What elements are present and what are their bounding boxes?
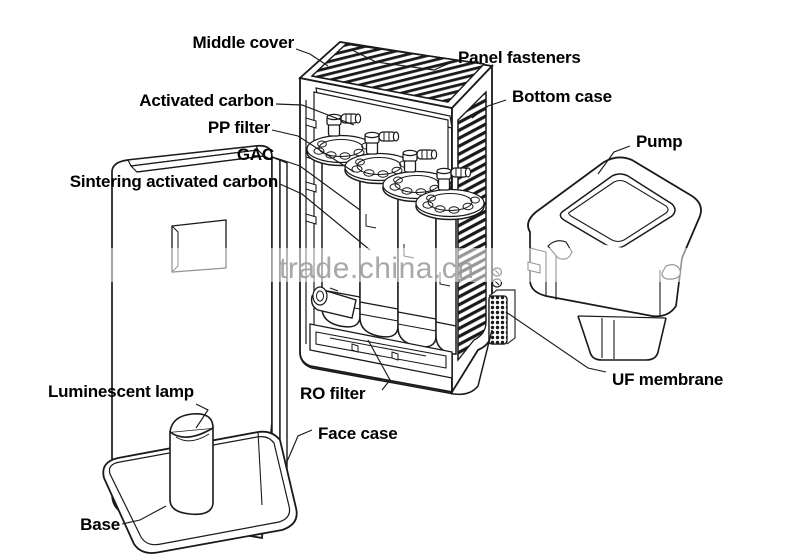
- label-face-case: Face case: [318, 424, 398, 443]
- label-pump: Pump: [636, 132, 683, 151]
- leader-ro-filter: [367, 339, 391, 391]
- leader-base: [121, 505, 167, 525]
- leader-bottom-case: [471, 99, 507, 119]
- leader-face-case: [285, 429, 313, 465]
- label-pp-filter: PP filter: [207, 118, 270, 137]
- leader-gac: [275, 157, 361, 211]
- label-gac: GAC: [236, 145, 274, 164]
- watermark-text: trade.china.cn: [279, 252, 475, 285]
- watermark-band: [0, 248, 800, 282]
- side-vent-panel: [457, 90, 487, 362]
- leader-luminescent-lamp: [195, 403, 209, 429]
- label-sintering-activated-carbon: Sintering activated carbon: [69, 172, 278, 191]
- leader-uf-membrane: [505, 311, 607, 373]
- label-middle-cover: Middle cover: [192, 33, 294, 52]
- label-panel-fasteners: Panel fasteners: [458, 48, 581, 67]
- label-ro-filter: RO filter: [300, 384, 366, 403]
- leader-activated-carbon: [275, 103, 355, 126]
- label-base: Base: [80, 515, 120, 534]
- label-activated-carbon: Activated carbon: [139, 91, 274, 110]
- luminescent-lamp-part: [169, 412, 214, 516]
- label-bottom-case: Bottom case: [512, 87, 612, 106]
- leader-pump: [597, 145, 631, 175]
- leader-panel-fasteners: [351, 49, 453, 71]
- leader-pp-filter: [271, 129, 355, 173]
- leader-sintering-activated-carbon: [279, 183, 371, 251]
- leader-lines: [121, 48, 631, 525]
- ro-filter-tray: [309, 286, 453, 379]
- label-luminescent-lamp: Luminescent lamp: [47, 382, 194, 401]
- bottom-case-part: [298, 41, 516, 396]
- leader-middle-cover: [295, 48, 329, 67]
- label-uf-membrane: UF membrane: [612, 370, 724, 389]
